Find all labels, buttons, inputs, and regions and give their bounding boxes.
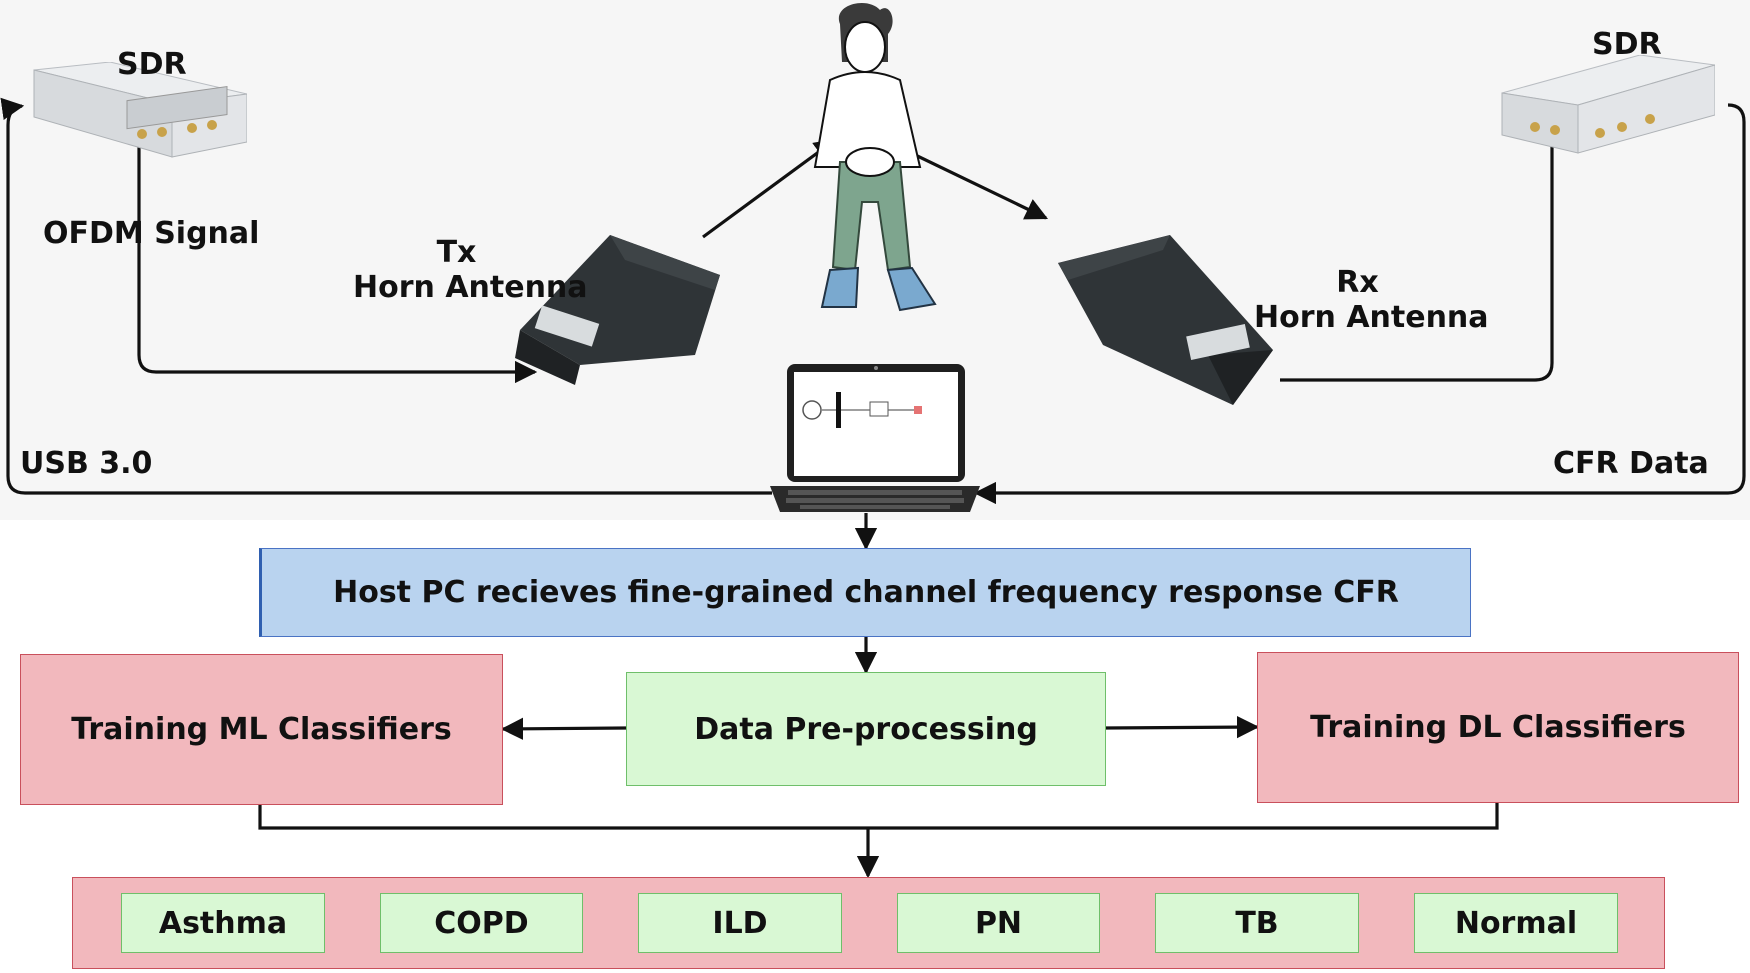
outcome-tb: TB bbox=[1155, 893, 1359, 953]
sdr-left-label: SDR bbox=[117, 47, 187, 82]
outcome-asthma: Asthma bbox=[121, 893, 325, 953]
outcome-ild: ILD bbox=[638, 893, 842, 953]
merge-line bbox=[258, 803, 1499, 830]
usb-label: USB 3.0 bbox=[20, 446, 153, 481]
rx-horn-antenna-label: Horn Antenna bbox=[1254, 299, 1489, 335]
tx-signal-arrow bbox=[702, 138, 837, 239]
host-pc-box: Host PC recieves fine-grained channel fr… bbox=[259, 548, 1471, 637]
preprocessing-to-dl-arrow bbox=[1104, 715, 1260, 739]
tx-horn-antenna-icon bbox=[515, 235, 720, 385]
tx-antenna-label: Tx Horn Antenna bbox=[353, 235, 588, 305]
cfr-data-line bbox=[973, 103, 1746, 505]
outcomes-container bbox=[72, 877, 1665, 969]
rx-to-sdr-line bbox=[1280, 135, 1554, 382]
rx-label: Rx bbox=[1336, 265, 1379, 300]
rx-antenna-label: Rx Horn Antenna bbox=[1254, 265, 1489, 335]
sdr-left-icon bbox=[33, 62, 247, 158]
outcome-pn: PN bbox=[897, 893, 1100, 953]
tx-horn-antenna-label: Horn Antenna bbox=[353, 269, 588, 305]
preprocessing-box: Data Pre-processing bbox=[626, 672, 1106, 786]
dl-classifiers-box: Training DL Classifiers bbox=[1257, 652, 1739, 803]
ofdm-signal-label: OFDM Signal bbox=[43, 216, 260, 251]
usb-line bbox=[0, 97, 772, 495]
outcome-normal: Normal bbox=[1414, 893, 1618, 953]
cfr-data-label: CFR Data bbox=[1553, 446, 1709, 481]
sdr-right-icon bbox=[1501, 55, 1715, 154]
sdr-right-label: SDR bbox=[1592, 27, 1662, 62]
ml-classifiers-box: Training ML Classifiers bbox=[20, 654, 503, 805]
ofdm-signal-line bbox=[137, 145, 538, 384]
outcome-copd: COPD bbox=[380, 893, 583, 953]
laptop-icon bbox=[770, 364, 980, 512]
seated-person-icon bbox=[813, 2, 937, 312]
rx-horn-antenna-icon bbox=[1058, 235, 1273, 405]
preprocessing-to-ml-arrow bbox=[500, 717, 627, 741]
tx-label: Tx bbox=[436, 235, 477, 270]
